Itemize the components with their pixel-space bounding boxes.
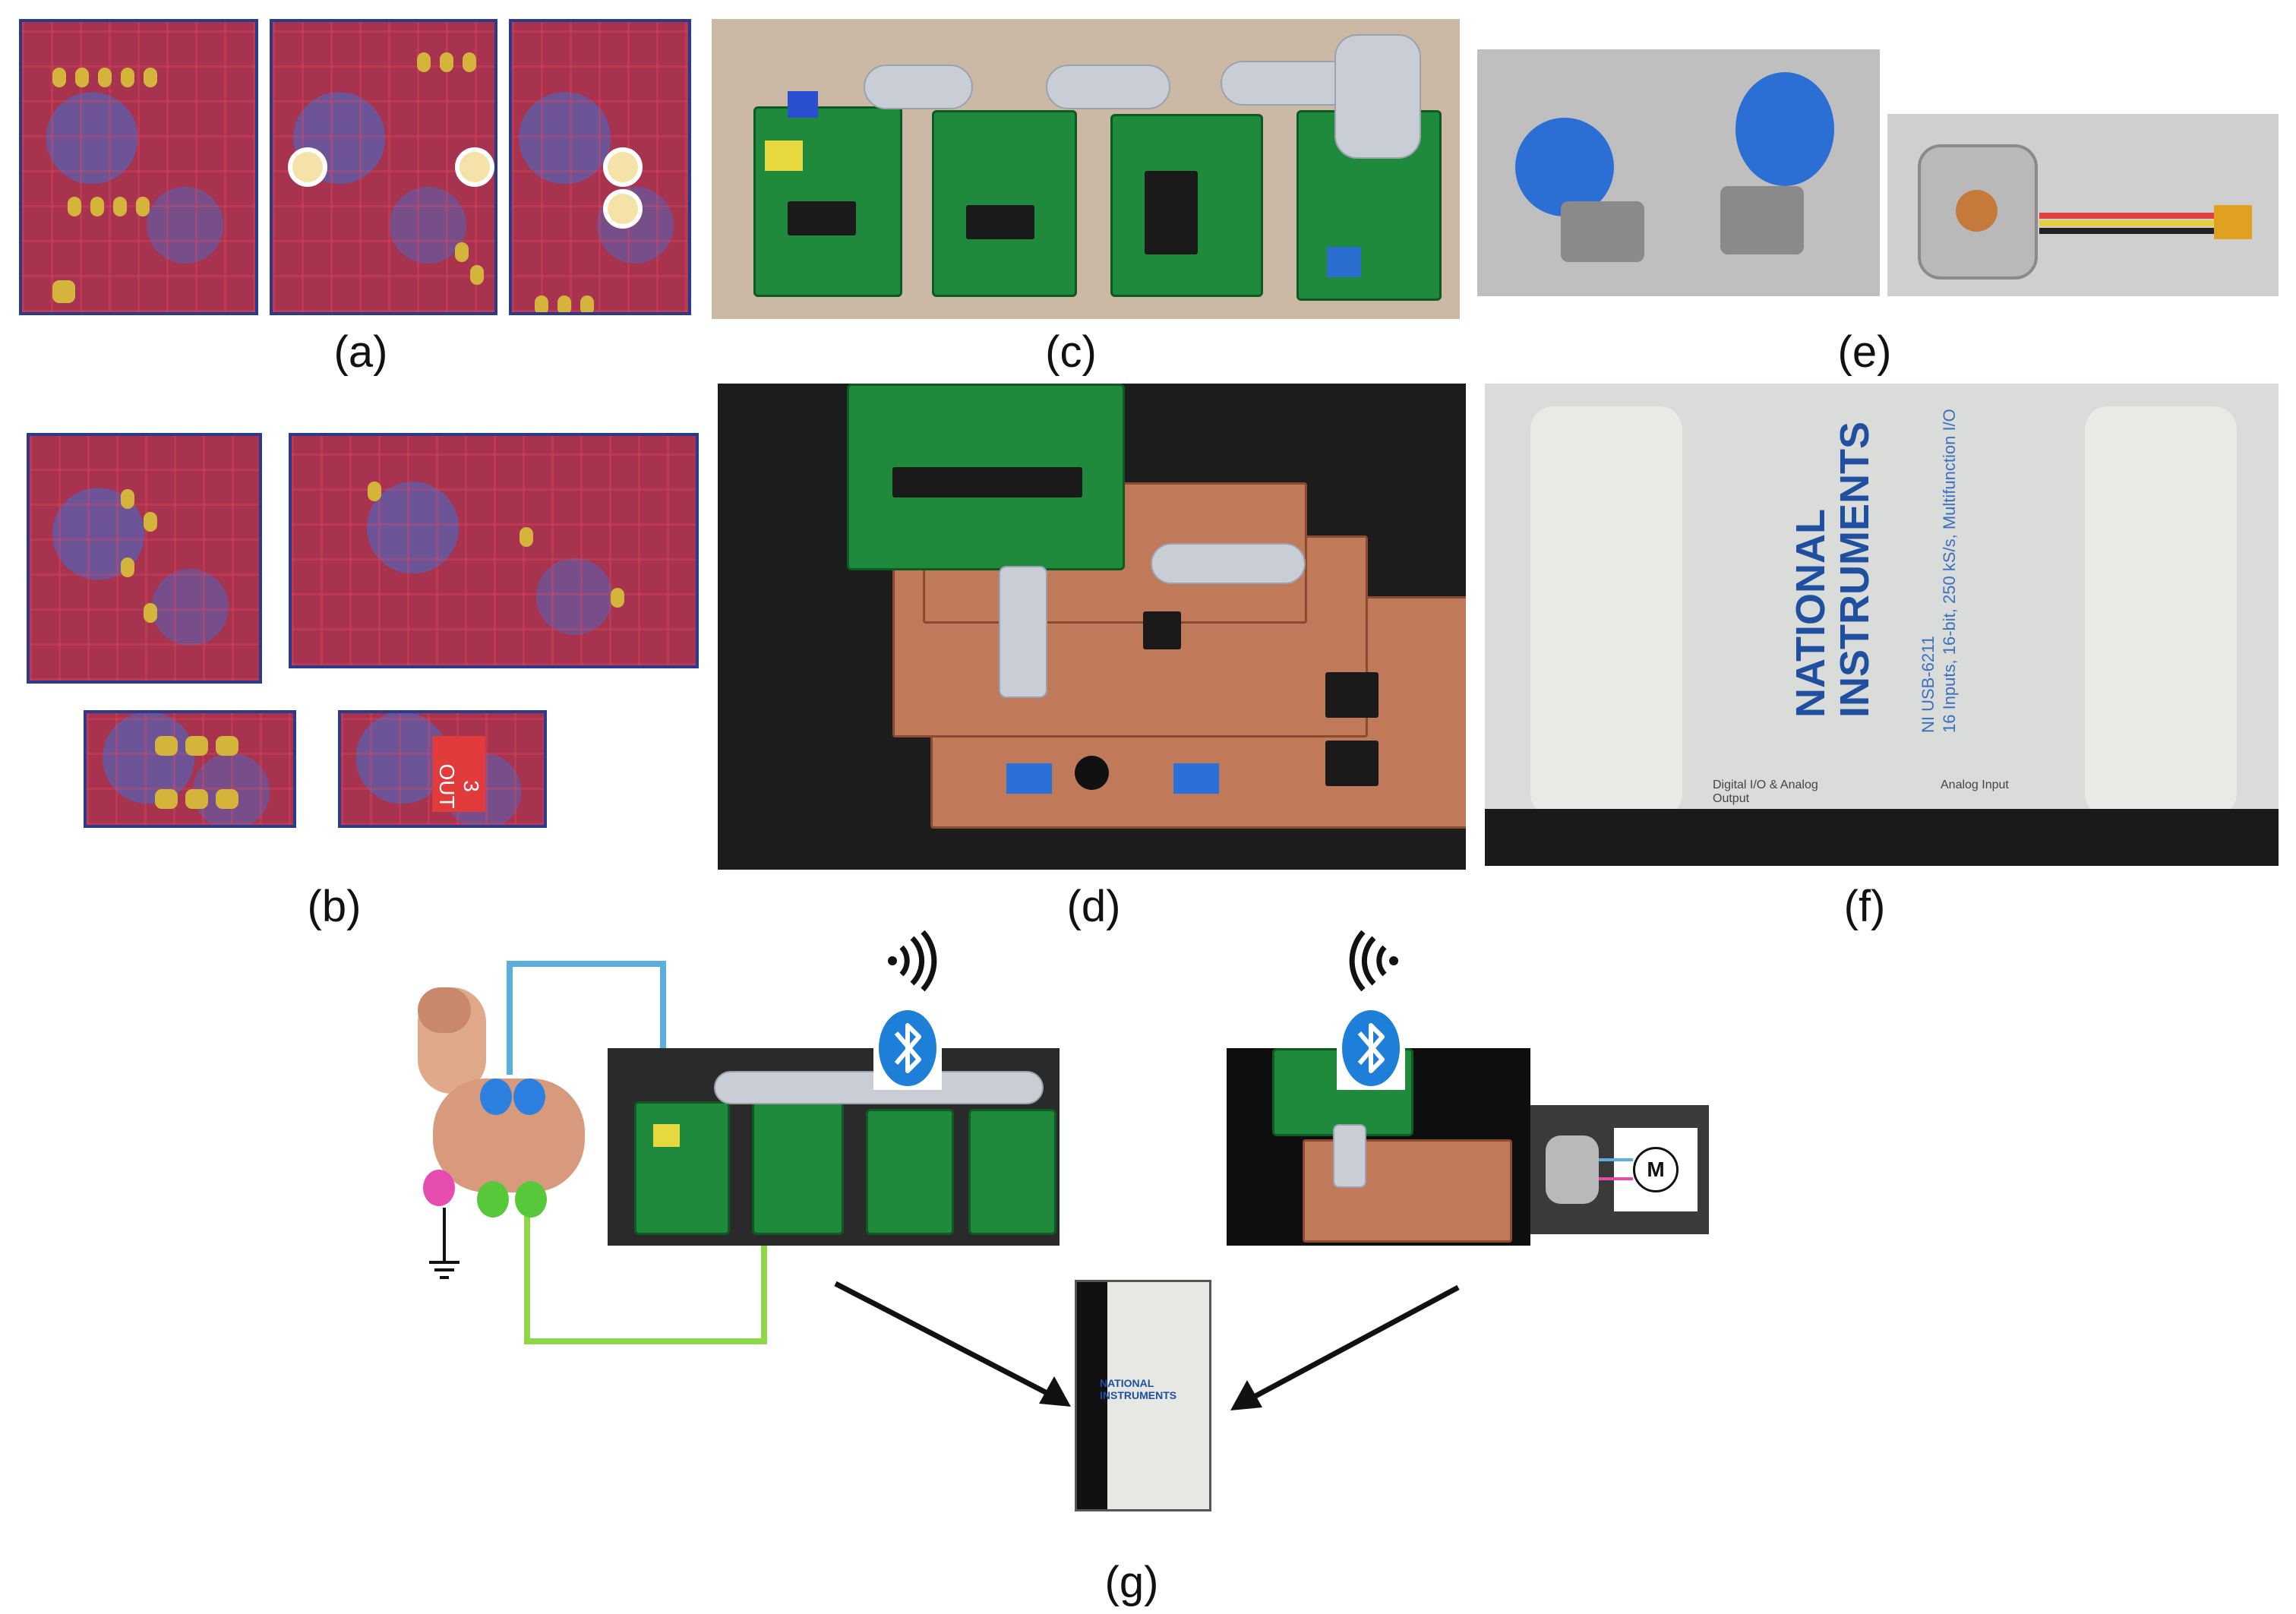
panel-c-photo-boards [712,19,1460,319]
panel-label-f: (f) [1843,882,1886,931]
electrode-blue-2 [513,1079,545,1115]
motor-photo: M [1530,1105,1709,1234]
panel-label-b: (b) [307,882,362,931]
bluetooth-badge-left [873,1006,942,1090]
electrode-blue-1 [480,1079,512,1115]
green-electrode-wire [524,1192,530,1344]
pcb-out-marker: 3 OUT [432,736,485,812]
ni-mini-brand-1: NATIONAL [1100,1377,1154,1389]
panel-label-e: (e) [1837,327,1892,377]
panel-b-pcb-layout-3 [84,710,296,828]
panel-a-pcb-layout-2 [270,19,497,315]
panel-label-a: (a) [333,327,388,377]
electrode-green-2 [515,1181,547,1218]
blue-electrode-wire [507,961,513,1075]
motor-icon: M [1633,1147,1679,1192]
bluetooth-icon [1342,1010,1400,1086]
ground-symbol-icon [429,1208,460,1279]
ni-brand-line1: NATIONAL [1788,509,1833,718]
panel-d-photo-driver-stack [718,384,1466,870]
ni-spec: 16 Inputs, 16-bit, 250 kS/s, Multifuncti… [1940,409,1959,733]
ni-daq-mini: NATIONAL INSTRUMENTS [1075,1280,1211,1511]
electrode-bulb [1735,72,1834,186]
ni-mini-brand-2: INSTRUMENTS [1100,1389,1177,1401]
panel-a-pcb-layout-1 [19,19,258,315]
motor-symbol: M [1647,1158,1665,1181]
arrow-to-daq-right [1230,1284,1460,1410]
panel-e-photo-motor [1887,114,2279,296]
panel-label-d: (d) [1066,882,1121,931]
ni-brand-line2: INSTRUMENTS [1832,422,1878,718]
wifi-signal-icon [888,930,937,991]
ni-port-left-label: Digital I/O & Analog Output [1713,779,1818,805]
panel-b-pcb-layout-4: 3 OUT [338,710,547,828]
pcb-silkscreen-text: 3 OUT [435,763,483,809]
ni-logo: NATIONAL INSTRUMENTS NI USB-6211 16 Inpu… [1773,409,2062,779]
panel-b-pcb-layout-2 [289,433,699,668]
panel-a-pcb-layout-3 [509,19,691,315]
arm-image [403,987,592,1253]
ni-model: NI USB-6211 [1919,636,1938,733]
panel-label-c: (c) [1045,327,1097,377]
electrode-bulb [1515,118,1614,216]
arrow-to-daq-left [834,1281,1071,1407]
panel-b-pcb-layout-1 [27,433,262,684]
acquisition-boards-photo [608,1048,1060,1246]
bluetooth-icon [879,1010,936,1086]
ni-port-right-label: Analog Input [1941,779,2009,791]
electrode-pink [423,1170,455,1206]
electrode-green-1 [477,1181,509,1218]
wifi-signal-icon [1349,930,1398,991]
bluetooth-badge-right [1337,1006,1405,1090]
panel-f-photo-ni-daq: NATIONAL INSTRUMENTS NI USB-6211 16 Inpu… [1485,384,2279,866]
panel-e-photo-electrodes [1477,49,1880,296]
panel-label-g: (g) [1104,1558,1159,1607]
